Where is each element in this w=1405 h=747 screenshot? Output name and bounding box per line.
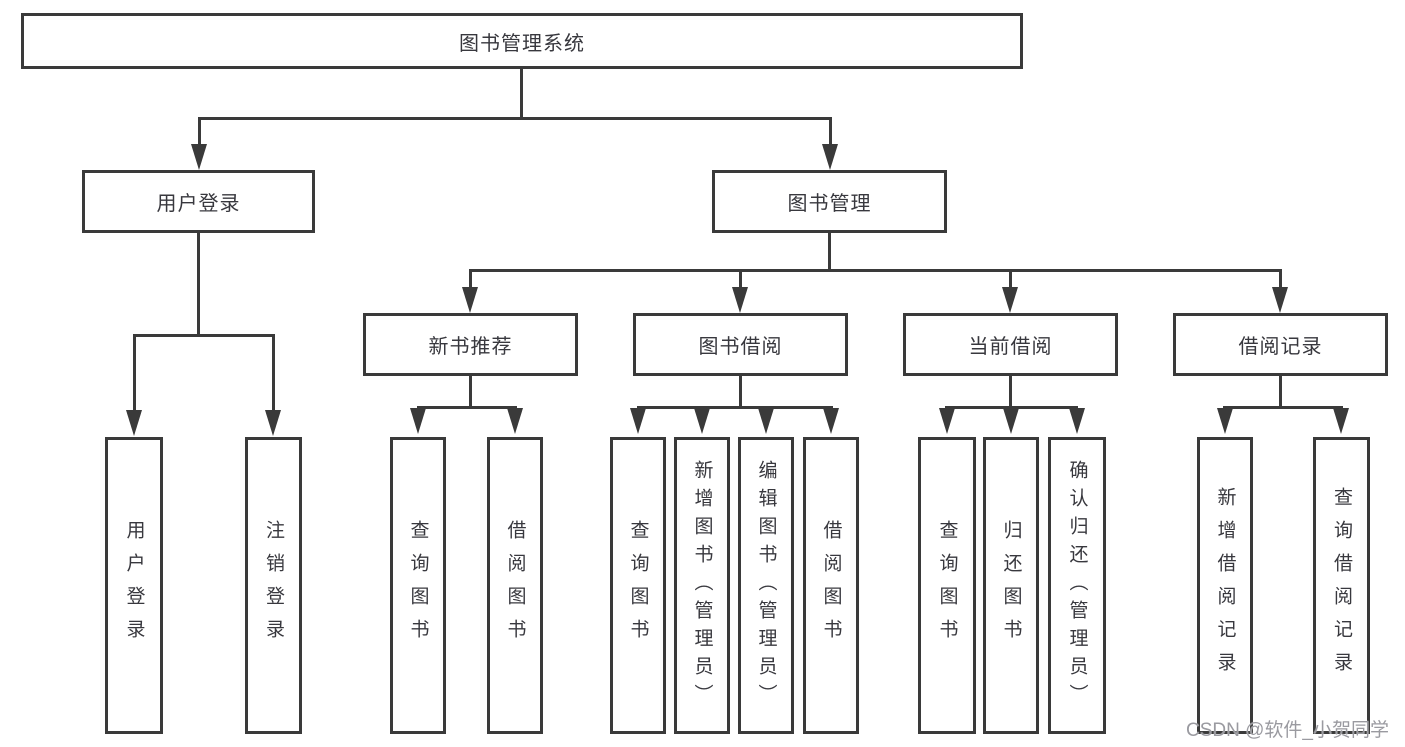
node-current-borrow: 当前借阅 (903, 313, 1118, 376)
arrowhead-down (1217, 408, 1233, 434)
arrowhead-down (191, 144, 207, 170)
node-leaf-user-login: 用户登录 (105, 437, 163, 734)
node-label: 新增借阅记录 (1214, 486, 1236, 685)
arrowhead-down (126, 410, 142, 436)
arrowhead-down (507, 408, 523, 434)
node-leaf-query-book: 查询图书 (610, 437, 666, 734)
arrowhead-down (1002, 287, 1018, 313)
node-label: 确认归还（管理员） (1066, 459, 1088, 712)
node-new-book-recommend: 新书推荐 (363, 313, 578, 376)
arrowhead-down (265, 410, 281, 436)
node-leaf-query-book: 查询图书 (390, 437, 446, 734)
connector-vline (739, 376, 742, 408)
node-leaf-query-book: 查询图书 (918, 437, 976, 734)
arrowhead-down (823, 408, 839, 434)
arrowhead-down (732, 287, 748, 313)
node-borrow-records: 借阅记录 (1173, 313, 1388, 376)
connector-vline (469, 269, 472, 291)
arrowhead-down (410, 408, 426, 434)
node-leaf-add-book-admin: 新增图书（管理员） (674, 437, 730, 734)
node-label: 新增图书（管理员） (691, 459, 713, 712)
arrowhead-down (462, 287, 478, 313)
arrowhead-down (1333, 408, 1349, 434)
node-label: 图书借阅 (698, 336, 783, 358)
connector-hline (417, 406, 517, 409)
node-label: 归还图书 (1000, 519, 1022, 652)
node-label: 用户登录 (156, 193, 241, 215)
node-label: 新书推荐 (428, 336, 513, 358)
connector-vline (198, 117, 201, 147)
node-book-management: 图书管理 (712, 170, 947, 233)
connector-hline (469, 269, 1282, 272)
connector-hline (637, 406, 833, 409)
arrowhead-down (1003, 408, 1019, 434)
node-label: 查询图书 (627, 519, 649, 652)
arrowhead-down (630, 408, 646, 434)
node-leaf-query-borrow-record: 查询借阅记录 (1313, 437, 1370, 734)
node-label: 图书管理系统 (459, 32, 585, 55)
node-label: 借阅图书 (820, 519, 842, 652)
connector-vline (1009, 376, 1012, 408)
node-label: 当前借阅 (968, 336, 1053, 358)
connector-vline (272, 334, 275, 414)
arrowhead-down (822, 144, 838, 170)
node-label: 用户登录 (123, 519, 145, 652)
node-leaf-return-book: 归还图书 (983, 437, 1039, 734)
connector-vline (1009, 269, 1012, 291)
node-label: 借阅记录 (1238, 336, 1323, 358)
arrowhead-down (694, 408, 710, 434)
node-label: 图书管理 (787, 193, 872, 215)
connector-vline (133, 334, 136, 414)
arrowhead-down (1272, 287, 1288, 313)
node-leaf-add-borrow-record: 新增借阅记录 (1197, 437, 1253, 734)
node-label: 注销登录 (263, 519, 284, 652)
connector-vline (469, 376, 472, 408)
connector-hline (1223, 406, 1343, 409)
node-leaf-confirm-return-admin: 确认归还（管理员） (1048, 437, 1106, 734)
connector-hline (198, 117, 832, 120)
node-label: 借阅图书 (504, 519, 526, 652)
connector-vline (197, 233, 200, 336)
connector-vline (1279, 269, 1282, 291)
connector-vline (1279, 376, 1282, 408)
connector-hline (945, 406, 1078, 409)
connector-vline (739, 269, 742, 291)
node-label: 查询图书 (407, 519, 429, 652)
node-label: 查询图书 (936, 519, 958, 652)
node-label: 编辑图书（管理员） (755, 459, 777, 712)
node-leaf-edit-book-admin: 编辑图书（管理员） (738, 437, 794, 734)
node-user-login: 用户登录 (82, 170, 315, 233)
node-library-management-system: 图书管理系统 (21, 13, 1023, 69)
connector-vline (828, 233, 831, 272)
node-leaf-logout: 注销登录 (245, 437, 302, 734)
watermark: CSDN @软件_小贺同学 (1186, 720, 1389, 741)
node-label: 查询借阅记录 (1331, 486, 1352, 685)
node-leaf-borrow-book: 借阅图书 (803, 437, 859, 734)
arrowhead-down (1069, 408, 1085, 434)
arrowhead-down (939, 408, 955, 434)
node-book-borrow: 图书借阅 (633, 313, 848, 376)
connector-hline (133, 334, 275, 337)
node-leaf-borrow-book: 借阅图书 (487, 437, 543, 734)
arrowhead-down (758, 408, 774, 434)
connector-vline (829, 117, 832, 147)
connector-vline (520, 66, 523, 119)
